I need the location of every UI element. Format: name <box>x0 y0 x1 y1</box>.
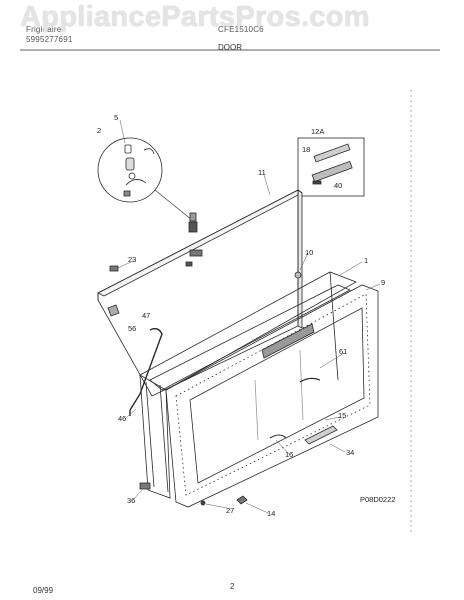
callout-label: 46 <box>118 414 126 423</box>
inner-door-panel <box>97 189 303 397</box>
section-title: DOOR <box>218 43 242 52</box>
footer-date: 09/99 <box>33 586 54 595</box>
callout-label: 9 <box>381 278 385 287</box>
callout-label: 12A <box>311 127 324 136</box>
callout-label: 1 <box>364 256 368 265</box>
door-seal-rod <box>129 327 163 416</box>
callout-label: 16 <box>285 450 293 459</box>
callout-label: 40 <box>334 181 342 190</box>
callout-label: 10 <box>305 248 313 257</box>
callout-label: 11 <box>258 168 266 177</box>
callout-label: 56 <box>128 324 136 333</box>
callout-leaders <box>117 119 381 514</box>
callout-label: 15 <box>338 411 346 420</box>
trim-pieces <box>139 425 338 490</box>
publication-number: 5995277691 <box>26 35 73 44</box>
diagram-code: P08D0222 <box>360 495 395 504</box>
handle-kit-box <box>297 137 365 197</box>
callout-label: 2 <box>97 126 101 135</box>
callout-label: 18 <box>302 145 310 154</box>
door-liner-frames <box>139 271 357 499</box>
callout-label: 47 <box>142 311 150 320</box>
callout-labels: 5 2 12A 18 40 11 10 23 1 9 47 56 61 46 1… <box>97 113 395 518</box>
hardware-detail-circle <box>97 137 193 221</box>
hinge-pin <box>188 212 198 233</box>
door-gasket-frame <box>165 284 379 508</box>
model-number: CFE1510C6 <box>218 25 264 34</box>
callout-label: 23 <box>128 255 136 264</box>
callout-label: 14 <box>267 509 275 518</box>
callout-label: 61 <box>339 347 347 356</box>
watermark-logo: AppliancePartsPros.com <box>20 1 370 33</box>
callout-label: 34 <box>346 448 354 457</box>
callout-label: 36 <box>127 496 135 505</box>
callout-label: 5 <box>114 113 118 122</box>
brand-text: Frigidaire <box>26 25 62 34</box>
page-number: 2 <box>230 582 235 591</box>
callout-label: 27 <box>226 506 234 515</box>
fastener-parts <box>200 495 248 506</box>
